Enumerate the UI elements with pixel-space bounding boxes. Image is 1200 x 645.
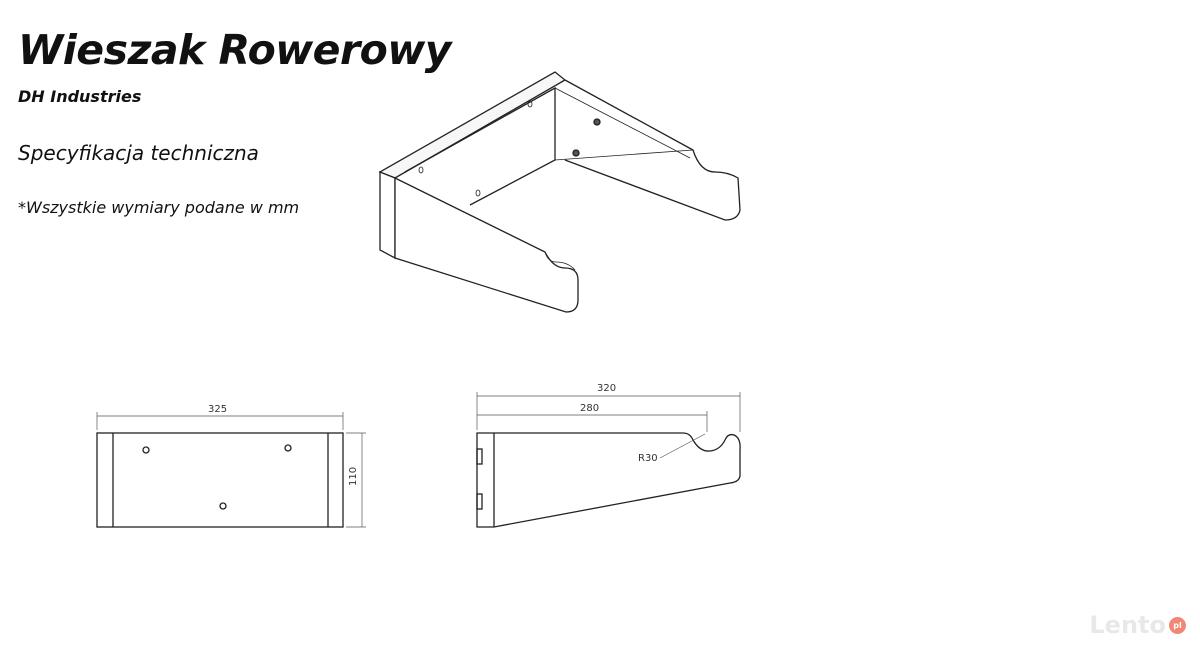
side-view bbox=[476, 392, 741, 528]
units-note: *Wszystkie wymiary podane w mm bbox=[18, 198, 300, 217]
isometric-view bbox=[378, 71, 741, 313]
radius-dimension: R30 bbox=[638, 453, 658, 464]
front-height-dimension: 110 bbox=[348, 467, 359, 486]
company-name: DH Industries bbox=[18, 87, 142, 106]
side-length-dimension: 320 bbox=[597, 383, 616, 394]
speech-bubble-icon: pl bbox=[1169, 616, 1186, 634]
front-width-dimension: 325 bbox=[208, 404, 227, 415]
page-title: Wieszak Rowerowy bbox=[18, 26, 451, 74]
watermark-logo: Lento pl bbox=[1089, 611, 1186, 639]
hook-distance-dimension: 280 bbox=[580, 403, 599, 414]
front-view bbox=[96, 412, 366, 528]
spec-heading: Specyfikacja techniczna bbox=[18, 141, 259, 165]
watermark-text: Lento bbox=[1089, 611, 1166, 639]
